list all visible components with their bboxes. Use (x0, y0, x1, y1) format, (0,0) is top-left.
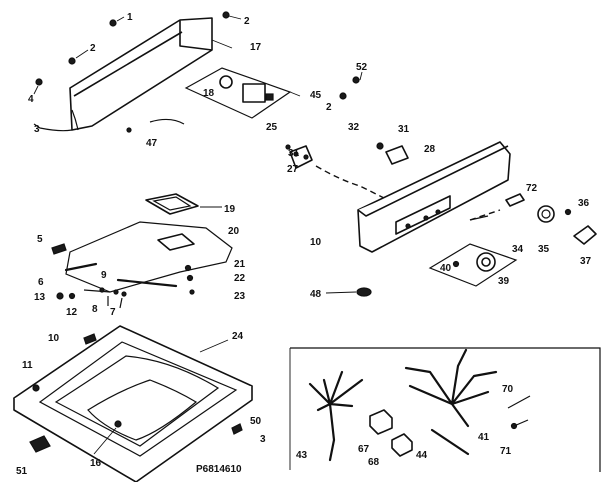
label-21: 21 (234, 259, 246, 270)
screws-top (33, 11, 363, 100)
label-27: 27 (287, 164, 299, 175)
label-28: 28 (424, 144, 436, 155)
label-3b: 3 (260, 434, 266, 445)
label-10a: 10 (310, 237, 322, 248)
label-2c: 2 (326, 102, 332, 113)
label-22: 22 (234, 273, 246, 284)
small-hardware-left (51, 243, 127, 309)
label-70: 70 (502, 384, 514, 395)
label-1: 1 (127, 12, 133, 23)
label-72: 72 (526, 183, 538, 194)
top-cover-20 (64, 221, 233, 295)
label-36: 36 (578, 198, 590, 209)
label-35: 35 (538, 244, 550, 255)
label-41: 41 (478, 432, 490, 443)
label-4: 4 (28, 94, 34, 105)
label-16: 16 (90, 458, 102, 469)
label-9: 9 (101, 270, 107, 281)
label-47: 47 (146, 138, 158, 149)
label-71: 71 (500, 446, 512, 457)
label-3a: 3 (34, 124, 40, 135)
label-44: 44 (416, 450, 428, 461)
label-31b: 31 (288, 148, 300, 159)
label-25: 25 (266, 122, 278, 133)
label-2a: 2 (244, 16, 250, 27)
label-17: 17 (250, 42, 262, 53)
label-24: 24 (232, 331, 244, 342)
label-50: 50 (250, 416, 262, 427)
label-48: 48 (310, 289, 322, 300)
label-31a: 31 (398, 124, 410, 135)
label-39: 39 (498, 276, 510, 287)
label-11: 11 (22, 360, 33, 371)
part-labels: 1 2 2 17 18 4 3 47 25 45 52 2 32 31 28 3… (16, 12, 592, 477)
cabinet-top-24 (13, 325, 253, 482)
label-8: 8 (92, 304, 98, 315)
label-43: 43 (296, 450, 308, 461)
label-13: 13 (34, 292, 46, 303)
wiring-harness-box (289, 347, 601, 472)
label-67: 67 (358, 444, 370, 455)
label-20: 20 (228, 226, 240, 237)
label-40: 40 (440, 263, 452, 274)
label-37: 37 (580, 256, 592, 267)
label-45: 45 (310, 90, 322, 101)
hose-47 (126, 118, 185, 133)
label-10b: 10 (48, 333, 60, 344)
hinge-parts (29, 333, 243, 453)
grommet-48 (325, 287, 372, 297)
rear-console-panel (33, 17, 213, 132)
control-panel-10 (357, 141, 511, 253)
label-5: 5 (37, 234, 43, 245)
label-34: 34 (512, 244, 524, 255)
label-68: 68 (368, 457, 380, 468)
timer-bracket (184, 67, 301, 119)
label-7: 7 (110, 307, 116, 318)
label-19: 19 (224, 204, 236, 215)
diagram-code: P6814610 (196, 464, 242, 475)
label-52: 52 (356, 62, 368, 73)
water-valve-27 (285, 144, 313, 169)
label-32: 32 (348, 122, 360, 133)
label-6: 6 (38, 277, 44, 288)
label-18: 18 (203, 88, 215, 99)
lid-switch-19 (145, 193, 222, 215)
valve-28 (376, 142, 409, 165)
knob-assembly (428, 193, 597, 287)
label-51: 51 (16, 466, 28, 477)
label-23: 23 (234, 291, 246, 302)
label-2b: 2 (90, 43, 96, 54)
label-12: 12 (66, 307, 78, 318)
